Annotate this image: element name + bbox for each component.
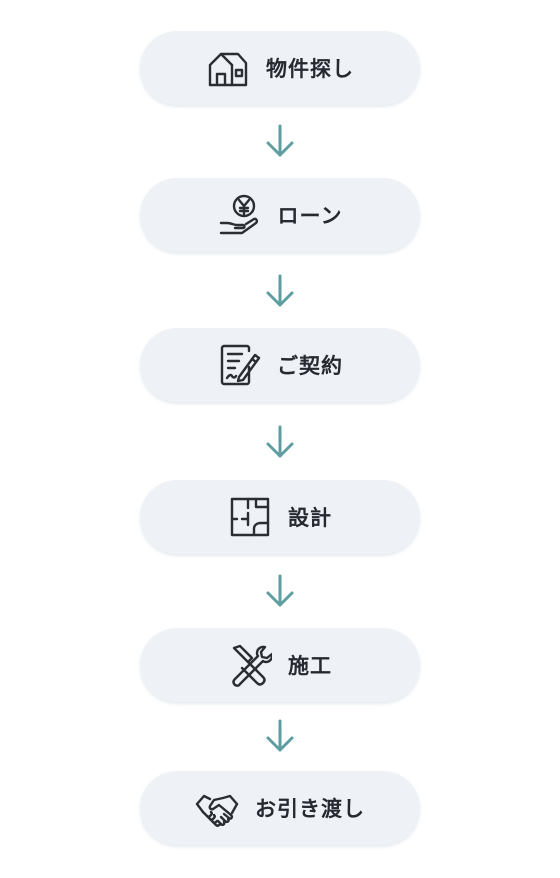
step-label: ご契約 [277, 354, 343, 378]
arrow-down-icon [264, 123, 296, 159]
step-label: お引き渡し [255, 797, 365, 821]
floor-plan-icon [228, 495, 272, 539]
arrow-down-icon [264, 573, 296, 609]
step-loan: ローン [140, 178, 420, 252]
handshake-icon [195, 786, 239, 830]
step-contract: ご契約 [140, 328, 420, 402]
house-icon [206, 46, 250, 90]
arrow-down-icon [264, 718, 296, 754]
tools-icon [228, 643, 272, 687]
step-label: ローン [277, 204, 343, 228]
step-label: 施工 [288, 654, 332, 678]
yen-coin-hand-icon [218, 193, 262, 237]
arrow-down-icon [264, 273, 296, 309]
step-construction: 施工 [140, 628, 420, 702]
arrow-down-icon [264, 424, 296, 460]
step-handover: お引き渡し [140, 771, 420, 845]
step-property-search: 物件探し [140, 31, 420, 105]
contract-signature-icon [217, 343, 261, 387]
step-label: 設計 [288, 506, 332, 530]
step-design: 設計 [140, 480, 420, 554]
step-label: 物件探し [266, 57, 354, 81]
